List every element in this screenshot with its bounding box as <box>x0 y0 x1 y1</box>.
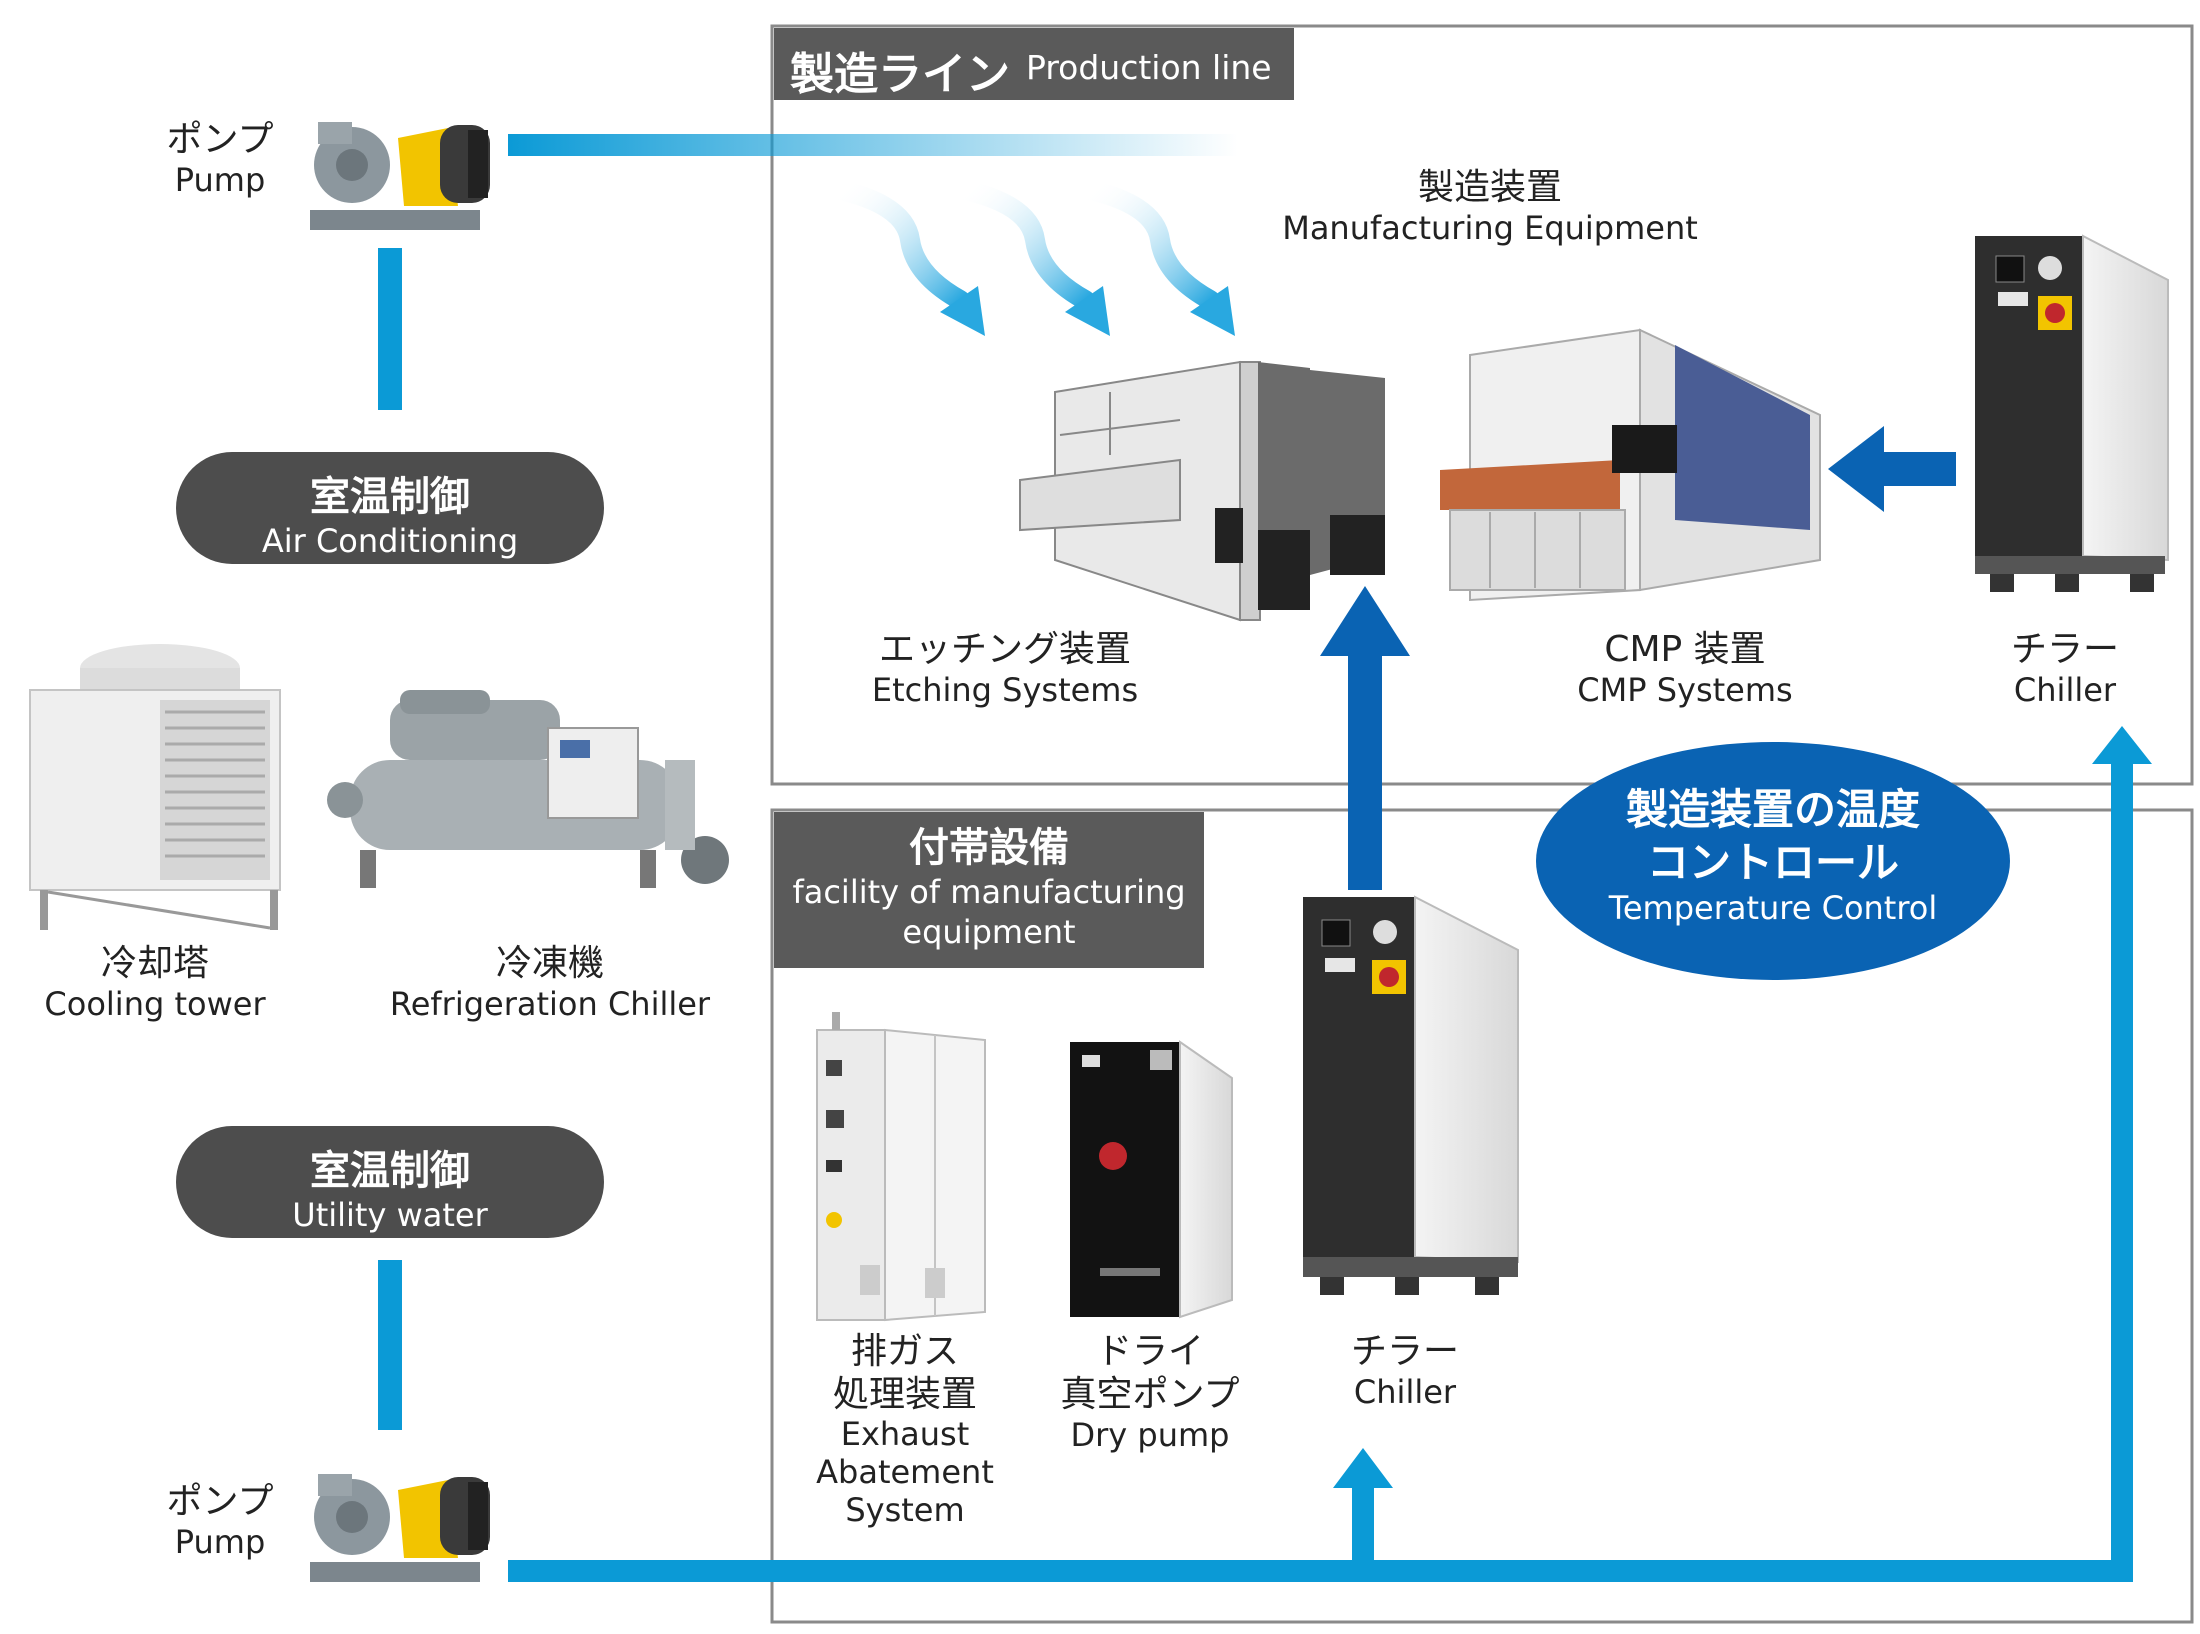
chiller-bottom-jp: チラー <box>1350 1331 1459 1372</box>
refrigeration-chiller-image <box>327 690 729 888</box>
pipe-branch-to-chiller <box>1352 1482 1374 1572</box>
exhaust-en-2: Abatement <box>816 1453 994 1492</box>
utility-water-pill: 室温制御 Utility water <box>176 1126 604 1238</box>
chiller-top-jp: チラー <box>2010 629 2119 670</box>
airflow-arrow-icon <box>955 180 1095 310</box>
arrow-up-etching-shaft <box>1348 650 1382 890</box>
pump-bottom-label-en: Pump <box>174 1523 266 1562</box>
arrow-up-right-icon <box>2092 726 2152 764</box>
etching-jp: エッチング装置 <box>878 629 1131 670</box>
dry-pump-jp-1: ドライ <box>1095 1331 1204 1372</box>
pump-top-label-en: Pump <box>174 161 266 200</box>
pump-top-label: ポンプ Pump <box>150 118 290 200</box>
dry-pump-jp-2: 真空ポンプ <box>1060 1374 1240 1416</box>
pump-bottom-label-jp: ポンプ <box>166 1481 274 1522</box>
airflow-arrowhead-icon <box>940 286 985 336</box>
arrow-up-etching-icon <box>1320 586 1410 656</box>
etching-en: Etching Systems <box>871 671 1139 710</box>
production-line-title-en: Production line <box>1026 48 1272 87</box>
chiller-bottom-label: チラー Chiller <box>1310 1330 1500 1412</box>
exhaust-abatement-image <box>816 1012 986 1322</box>
cooling-tower-image <box>29 644 281 930</box>
dry-pump-en: Dry pump <box>1070 1416 1230 1455</box>
pump-bottom-image <box>310 1474 490 1582</box>
airflow-arrow-icon <box>1080 180 1220 310</box>
cooling-tower-jp: 冷却塔 <box>100 943 209 984</box>
refrigeration-chiller-label: 冷凍機 Refrigeration Chiller <box>380 942 720 1024</box>
arrow-up-chiller-icon <box>1333 1448 1393 1488</box>
cmp-label: CMP 装置 CMP Systems <box>1540 628 1830 710</box>
cooling-tower-en: Cooling tower <box>44 985 266 1024</box>
facility-title-en-2: equipment <box>902 913 1076 951</box>
cooling-tower-label: 冷却塔 Cooling tower <box>20 942 290 1024</box>
cmp-system-image <box>1440 328 1821 602</box>
manufacturing-equipment-label: 製造装置 Manufacturing Equipment <box>1240 166 1740 248</box>
air-conditioning-pill: 室温制御 Air Conditioning <box>176 452 604 564</box>
arrow-left-cmp-icon <box>1828 426 1884 512</box>
pipe-bottom-vertical <box>378 1260 402 1430</box>
airflow-arrowhead-icon <box>1065 286 1110 336</box>
chiller-top-image <box>1975 234 2169 592</box>
pump-top-image <box>310 122 490 230</box>
pump-bottom-label: ポンプ Pump <box>150 1480 290 1562</box>
pipe-top-vertical <box>378 248 402 410</box>
facility-title-en-1: facility of manufacturing <box>792 873 1186 911</box>
cmp-en: CMP Systems <box>1577 671 1793 710</box>
airflow-arrowhead-icon <box>1190 286 1235 336</box>
manufacturing-equipment-en: Manufacturing Equipment <box>1282 209 1698 248</box>
exhaust-en-3: System <box>845 1490 965 1529</box>
etching-label: エッチング装置 Etching Systems <box>840 628 1170 710</box>
temperature-control-jp-1: 製造装置の温度 <box>1625 785 1920 834</box>
refrigeration-chiller-en: Refrigeration Chiller <box>389 985 711 1024</box>
temperature-control-badge: 製造装置の温度 コントロール Temperature Control <box>1536 742 2010 980</box>
cmp-jp: CMP 装置 <box>1604 629 1766 670</box>
arrow-left-cmp-shaft <box>1880 452 1956 486</box>
exhaust-label: 排ガス 処理装置 Exhaust Abatement System <box>790 1330 1020 1530</box>
pipe-right-vertical <box>2111 760 2133 1582</box>
air-conditioning-jp: 室温制御 <box>310 474 470 520</box>
airflow-arrow-icon <box>830 180 970 310</box>
pipe-bottom-horizontal <box>508 1560 2133 1582</box>
exhaust-jp-2: 処理装置 <box>832 1374 977 1416</box>
exhaust-jp-1: 排ガス <box>850 1331 959 1372</box>
utility-water-en: Utility water <box>292 1196 488 1234</box>
utility-water-jp: 室温制御 <box>310 1148 470 1194</box>
chiller-top-label: チラー Chiller <box>1970 628 2160 710</box>
facility-title-jp: 付帯設備 <box>909 825 1069 871</box>
chiller-top-en: Chiller <box>2013 671 2117 710</box>
temperature-control-jp-2: コントロール <box>1646 837 1899 887</box>
pipe-top-horizontal <box>508 134 1238 156</box>
chiller-bottom-en: Chiller <box>1353 1373 1457 1412</box>
facility-frame <box>770 808 2194 1624</box>
temperature-control-en: Temperature Control <box>1608 889 1938 927</box>
pump-top-label-jp: ポンプ <box>166 119 274 160</box>
production-line-frame <box>770 24 2194 786</box>
dry-pump-image <box>1070 1040 1233 1319</box>
chiller-bottom-image <box>1303 895 1519 1295</box>
dry-pump-label: ドライ 真空ポンプ Dry pump <box>1035 1330 1265 1455</box>
manufacturing-equipment-jp: 製造装置 <box>1417 167 1562 208</box>
production-line-title-jp: 製造ライン <box>790 49 1010 100</box>
etching-system-image <box>1019 360 1385 622</box>
air-conditioning-en: Air Conditioning <box>261 522 519 560</box>
production-line-header: 製造ライン Production line <box>774 28 1294 100</box>
exhaust-en-1: Exhaust <box>840 1415 970 1454</box>
refrigeration-chiller-jp: 冷凍機 <box>495 943 604 984</box>
facility-header: 付帯設備 facility of manufacturing equipment <box>774 812 1204 968</box>
